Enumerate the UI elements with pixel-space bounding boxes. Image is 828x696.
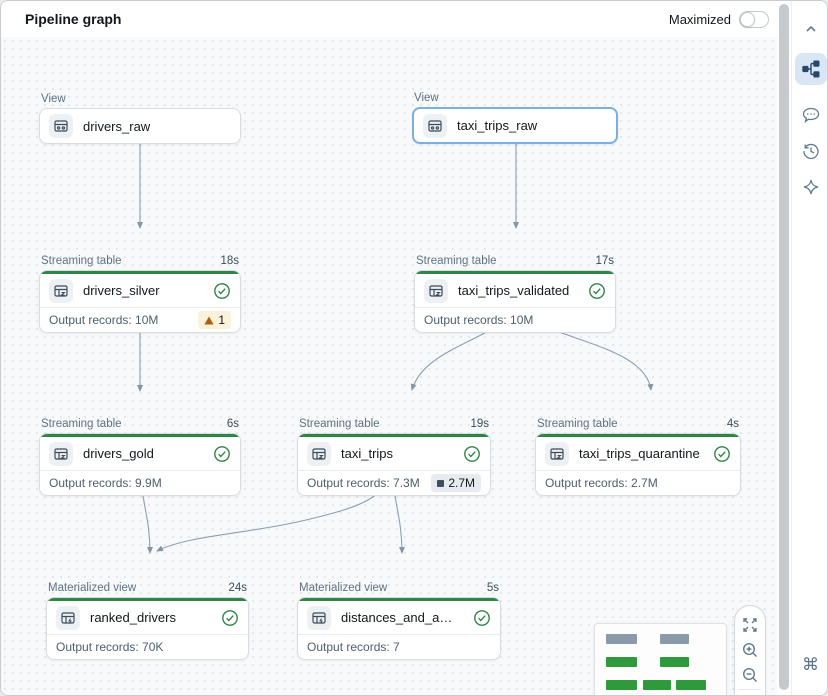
success-check-icon — [713, 445, 731, 463]
materialized-view-icon — [307, 605, 331, 630]
node-duration: 6s — [226, 418, 239, 430]
output-records: Output records: 9.9M — [49, 476, 162, 490]
minimap-node-bar — [606, 680, 637, 690]
panel-header: Pipeline graph Maximized — [1, 1, 777, 37]
graph-canvas[interactable]: View drivers_raw View taxi_trips_raw Str… — [1, 37, 777, 695]
success-check-icon — [221, 609, 239, 627]
node-taxi_trips_raw[interactable]: taxi_trips_raw — [412, 107, 618, 144]
node-type-label: Materialized view — [48, 582, 137, 594]
node-drivers_raw[interactable]: drivers_raw — [39, 108, 241, 144]
streaming-table-icon — [307, 441, 331, 466]
scrollbar-thumb[interactable] — [779, 4, 789, 690]
success-status-bar — [415, 271, 615, 274]
node-name: taxi_trips_quarantine — [579, 446, 700, 461]
node-drivers_gold[interactable]: drivers_gold Output records: 9.9M — [39, 433, 241, 496]
minimap[interactable] — [594, 623, 727, 695]
node-taxi_trips_validated[interactable]: taxi_trips_validated Output records: 10M — [414, 270, 616, 333]
streaming-table-icon — [424, 278, 448, 303]
minimap-node-bar — [606, 657, 637, 667]
zoom-out-icon[interactable] — [740, 665, 760, 685]
minimap-node-bar — [660, 657, 689, 667]
output-records: Output records: 2.7M — [545, 476, 658, 490]
node-duration: 24s — [228, 582, 247, 594]
success-status-bar — [298, 434, 490, 437]
maximized-toggle[interactable] — [739, 10, 769, 28]
node-name: drivers_raw — [83, 118, 151, 134]
node-duration: 4s — [726, 418, 739, 430]
output-records: Output records: 10M — [424, 313, 534, 327]
node-type-label: Streaming table — [537, 418, 618, 430]
warning-triangle-icon — [204, 316, 214, 324]
command-icon[interactable]: ⌘ — [802, 655, 819, 675]
streaming-table-icon — [49, 441, 73, 466]
divider — [739, 689, 761, 691]
node-name: drivers_silver — [83, 283, 160, 298]
collapse-chevron-icon[interactable] — [795, 13, 827, 45]
minimap-node-bar — [606, 634, 637, 644]
success-check-icon — [588, 282, 606, 300]
page-title: Pipeline graph — [25, 11, 122, 27]
view-table-icon — [49, 114, 73, 138]
streaming-table-icon — [545, 441, 569, 466]
zoom-in-icon[interactable] — [740, 640, 760, 660]
success-check-icon — [213, 445, 231, 463]
success-check-icon — [213, 282, 231, 300]
success-status-bar — [536, 434, 740, 437]
node-name: taxi_trips — [341, 446, 394, 461]
metric-square-icon — [437, 479, 445, 487]
success-check-icon — [463, 445, 481, 463]
comments-icon[interactable] — [795, 99, 827, 131]
view-table-icon — [423, 113, 447, 138]
minimap-node-bar — [676, 680, 706, 690]
warning-count: 1 — [218, 313, 225, 327]
node-type-label: Streaming table — [299, 418, 380, 430]
node-type-label: Streaming table — [41, 418, 122, 430]
node-type-label: Materialized view — [299, 582, 388, 594]
output-records: Output records: 70K — [56, 640, 164, 654]
zoom-controls — [734, 605, 766, 695]
fit-view-icon[interactable] — [740, 615, 760, 635]
node-name: taxi_trips_validated — [458, 283, 570, 298]
node-taxi_trips[interactable]: taxi_trips Output records: 7.3M 2.7M — [297, 433, 491, 496]
node-duration: 18s — [220, 255, 239, 267]
metric-badge[interactable]: 2.7M — [431, 474, 481, 492]
node-distances_and_amounts[interactable]: distances_and_amounts_b... Output record… — [297, 597, 501, 660]
minimap-node-bar — [660, 634, 689, 644]
node-drivers_silver[interactable]: drivers_silver Output records: 10M 1 — [39, 270, 241, 333]
streaming-table-icon — [49, 278, 73, 303]
node-name: ranked_drivers — [90, 610, 176, 625]
node-name: taxi_trips_raw — [457, 118, 538, 133]
success-status-bar — [40, 434, 240, 437]
output-records: Output records: 7.3M — [307, 476, 420, 490]
right-sidebar: ⌘ — [791, 1, 827, 695]
assistant-sparkle-icon[interactable] — [795, 171, 827, 203]
output-records: Output records: 10M — [49, 313, 159, 327]
scrollbar-track — [777, 1, 791, 695]
node-ranked_drivers[interactable]: ranked_drivers Output records: 70K — [46, 597, 249, 660]
node-type-label: View — [41, 93, 66, 105]
history-icon[interactable] — [795, 135, 827, 167]
node-name: distances_and_amounts_b... — [341, 610, 463, 625]
success-status-bar — [47, 598, 248, 601]
success-check-icon — [473, 609, 491, 627]
metric-value: 2.7M — [448, 476, 475, 490]
node-duration: 17s — [595, 255, 614, 267]
output-records: Output records: 7 — [307, 640, 400, 654]
success-status-bar — [40, 271, 240, 274]
maximized-label: Maximized — [668, 11, 731, 27]
node-duration: 19s — [470, 418, 489, 430]
success-status-bar — [298, 598, 500, 601]
node-duration: 5s — [486, 582, 499, 594]
node-taxi_trips_quarantine[interactable]: taxi_trips_quarantine Output records: 2.… — [535, 433, 741, 496]
node-type-label: Streaming table — [416, 255, 497, 267]
toggle-knob — [740, 11, 755, 27]
pipeline-graph-icon[interactable] — [794, 53, 827, 85]
warning-badge[interactable]: 1 — [198, 311, 231, 329]
materialized-view-icon — [56, 605, 80, 630]
minimap-node-bar — [643, 680, 671, 690]
node-type-label: Streaming table — [41, 255, 122, 267]
node-name: drivers_gold — [83, 446, 154, 461]
node-type-label: View — [414, 92, 439, 104]
